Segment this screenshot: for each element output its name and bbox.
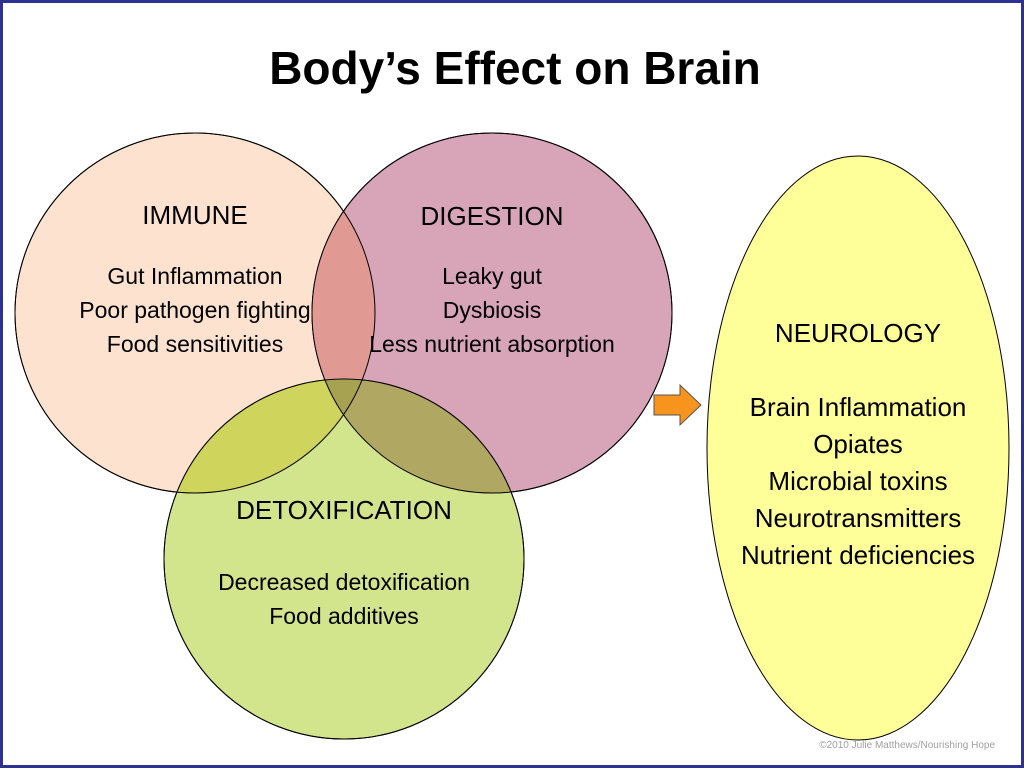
list-item: Decreased detoxification xyxy=(218,569,470,595)
copyright-text: ©2010 Julie Matthews/Nourishing Hope xyxy=(819,740,995,751)
digestion-detox-overlap xyxy=(312,379,524,493)
neurology-ellipse xyxy=(706,155,1010,741)
list-item: Nutrient deficiencies xyxy=(740,540,976,570)
digestion-items: Leaky gut Dysbiosis Less nutrient absorp… xyxy=(332,259,652,361)
digestion-heading: DIGESTION xyxy=(420,201,564,231)
list-item: Leaky gut xyxy=(442,263,542,289)
digestion-circle-outline xyxy=(311,132,673,494)
list-item: Food sensitivities xyxy=(106,331,284,357)
detox-circle-outline xyxy=(163,378,525,740)
neurology-items: Brain Inflammation Opiates Microbial tox… xyxy=(703,389,1013,574)
list-item: Gut Inflammation xyxy=(107,263,283,289)
detox-items: Decreased detoxification Food additives xyxy=(184,565,504,633)
list-item: Opiates xyxy=(813,429,903,459)
arrow-icon xyxy=(653,383,702,427)
list-item: Food additives xyxy=(269,603,419,629)
venn-diagram xyxy=(14,132,1010,741)
neurology-heading: NEUROLOGY xyxy=(774,318,942,348)
list-item: Neurotransmitters xyxy=(754,503,962,533)
list-item: Dysbiosis xyxy=(442,297,542,323)
list-item: Brain Inflammation xyxy=(749,392,967,422)
list-item: Less nutrient absorption xyxy=(369,331,615,357)
immune-items: Gut Inflammation Poor pathogen fighting … xyxy=(35,259,355,361)
page-title: Body’s Effect on Brain xyxy=(269,42,761,94)
immune-heading: IMMUNE xyxy=(142,200,248,230)
detox-heading: DETOXIFICATION xyxy=(236,495,452,525)
list-item: Microbial toxins xyxy=(768,466,948,496)
list-item: Poor pathogen fighting xyxy=(79,297,311,323)
immune-circle-outline xyxy=(14,132,376,494)
immune-detox-overlap xyxy=(164,379,375,493)
